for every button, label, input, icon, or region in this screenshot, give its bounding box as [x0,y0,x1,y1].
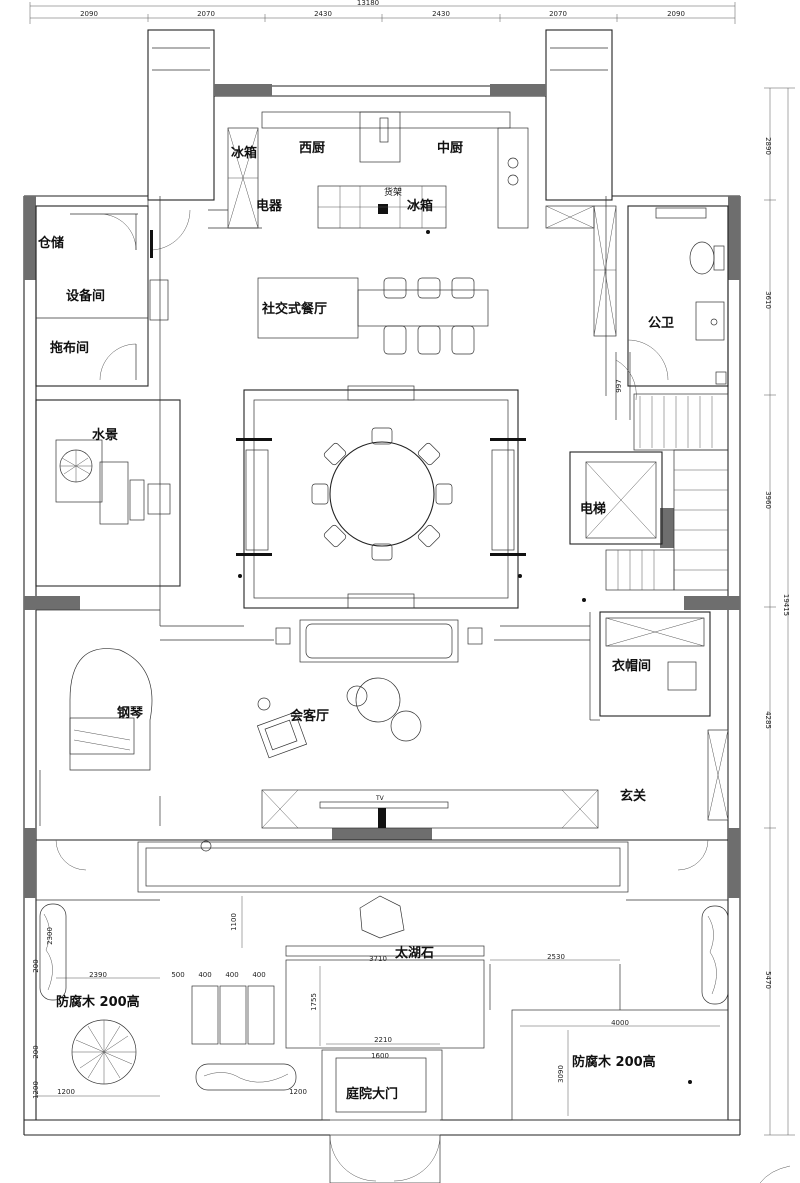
dim-400-c: 400 [252,971,265,979]
dim-1200-a: 1200 [32,1081,40,1099]
dim-1100: 1100 [230,913,238,931]
label-deck-left: 防腐木 200高 [56,994,140,1010]
interior-partitions [36,196,607,721]
dim-200-b: 200 [32,1045,40,1058]
right-dimension-chain: 2890 3610 3960 4285 5470 19415 [764,87,795,1136]
dim-right-seg-1: 2890 [764,137,772,155]
label-shelf: 货架 [384,186,402,198]
top-dimension-chain: 13180 2090 2070 2430 2430 2070 2090 [29,0,736,24]
dim-top-seg-2: 2070 [197,10,215,18]
reception-area: 会客厅 钢琴 [36,609,590,826]
dim-top-seg-1: 2090 [80,10,98,18]
dim-2210: 2210 [374,1036,392,1044]
dim-1600: 1600 [371,1052,389,1060]
label-storage: 仓储 [37,235,64,251]
dim-right-seg-5: 5470 [764,971,772,989]
dim-top-seg-6: 2090 [667,10,685,18]
dim-right-total: 19415 [782,594,790,616]
dim-right-seg-3: 3960 [764,491,772,509]
dim-3710: 3710 [369,955,387,963]
dim-right-seg-4: 4285 [764,711,772,729]
label-mop-room: 拖布间 [50,340,89,356]
label-fridge-left: 冰箱 [231,145,257,161]
dim-1755: 1755 [310,993,318,1011]
dim-400-b: 400 [225,971,238,979]
cloakroom-foyer: 衣帽间 玄关 [589,611,729,821]
label-taihu-stone: 太湖石 [394,945,434,961]
label-chinese-kitchen: 中厨 [437,140,463,156]
dim-top-seg-3: 2430 [314,10,332,18]
tv-wall: TV [261,789,599,829]
label-tv: TV [375,795,385,802]
label-reception: 会客厅 [290,708,329,724]
porch-glazing [36,839,728,901]
dim-1200-b: 1200 [289,1088,307,1096]
dim-400-a: 400 [198,971,211,979]
kitchen-area: 冰箱 西厨 中厨 货架 冰箱 电器 [208,111,529,234]
dim-2300: 2300 [46,927,54,945]
water-feature-room: 水景 [35,399,181,587]
dim-1200-left: 1200 [57,1088,75,1096]
dim-997: 997 [615,379,623,392]
dim-top-seg-4: 2430 [432,10,450,18]
dim-right-seg-2: 3610 [764,291,772,309]
dim-500: 500 [171,971,184,979]
courtyard: 1100 太湖石 3710 2530 2390 500 400 400 400 … [32,895,791,1183]
dim-200-a: 200 [32,959,40,972]
stairs-elevator: 997 电梯 [569,352,729,591]
dim-total-width: 13180 [357,0,379,7]
social-dining-area: 社交式餐厅 [257,277,489,355]
public-wc: 公卫 [545,205,729,387]
dim-3090: 3090 [557,1065,565,1083]
label-courtyard-gate: 庭院大门 [346,1086,398,1102]
label-piano: 钢琴 [117,705,144,721]
label-west-kitchen: 西厨 [299,141,325,156]
outer-walls [23,29,741,1136]
dim-2390: 2390 [89,971,107,979]
label-appliance: 电器 [256,198,283,214]
label-foyer: 玄关 [620,788,646,804]
structural-columns [24,84,740,898]
label-public-wc: 公卫 [648,316,674,331]
label-equipment-room: 设备间 [66,288,105,304]
dim-2530: 2530 [547,953,565,961]
label-elevator: 电梯 [580,501,606,517]
label-cloakroom: 衣帽间 [612,658,651,674]
central-dining-area [236,385,586,609]
left-utility-rooms: 仓储 设备间 拖布间 [35,205,191,387]
label-water-feature: 水景 [92,427,118,443]
dim-top-seg-5: 2070 [549,10,567,18]
dim-4000: 4000 [611,1019,629,1027]
label-fridge-right: 冰箱 [407,198,433,214]
label-deck-right: 防腐木 200高 [572,1054,656,1070]
label-social-dining: 社交式餐厅 [261,301,327,317]
